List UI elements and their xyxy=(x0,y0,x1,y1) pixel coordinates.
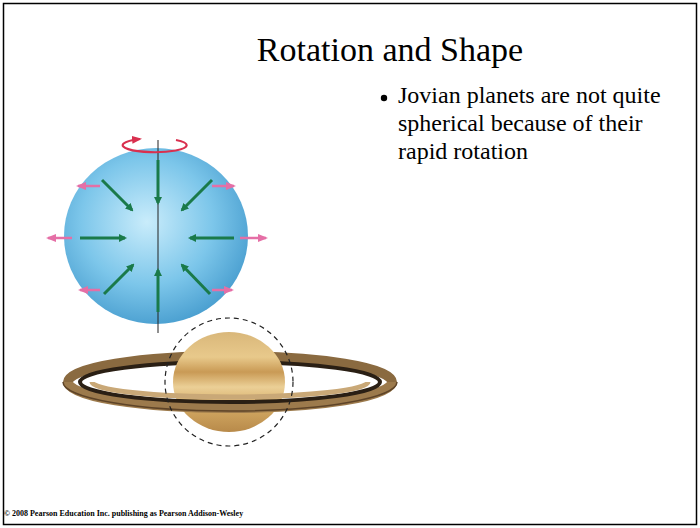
bullet-dot xyxy=(381,95,387,101)
rotating-sphere xyxy=(48,139,266,333)
copyright-note: © 2008 Pearson Education Inc. publishing… xyxy=(4,509,243,519)
slide-title: Rotation and Shape xyxy=(200,30,580,70)
saturn xyxy=(63,318,397,446)
bullet-text: Jovian planets are not quite spherical b… xyxy=(398,81,668,165)
